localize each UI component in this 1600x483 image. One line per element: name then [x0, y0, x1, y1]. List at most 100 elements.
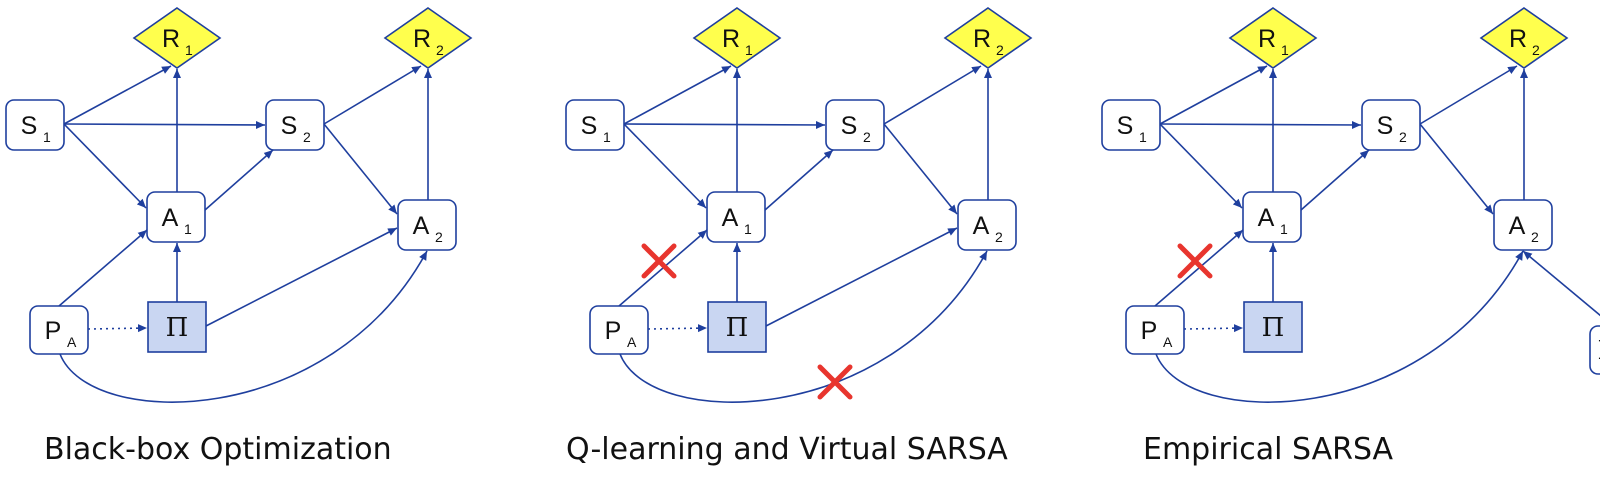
- node-pi-box: [1243, 301, 1303, 353]
- node-a1-subscript: 1: [744, 221, 752, 237]
- node-pip-label: Π’: [1598, 336, 1600, 366]
- edge-s1-s2: [623, 120, 826, 129]
- node-pip: Π’: [1589, 325, 1600, 375]
- edge-s1-s2: [1159, 120, 1362, 129]
- node-s2-subscript: 2: [1399, 129, 1407, 145]
- node-pa-subscript: A: [67, 334, 77, 350]
- reward-r2-label: R: [1509, 25, 1527, 53]
- edge-pi-a2: [205, 227, 398, 327]
- node-a2-box: [1493, 199, 1553, 251]
- edge-s1-a1: [1159, 123, 1243, 209]
- node-pa-box: [1125, 305, 1185, 355]
- node-pa-box: [589, 305, 649, 355]
- edge-s2-r2: [1419, 65, 1518, 125]
- node-pi-label: Π: [1262, 313, 1285, 343]
- edge-s2-a2: [323, 123, 398, 215]
- node-a2-subscript: 2: [435, 229, 443, 245]
- node-s1-box: [565, 99, 625, 151]
- node-a1-box: [146, 191, 206, 243]
- node-a1-label: A: [1258, 204, 1275, 232]
- cross-pa-a1-icon: [1177, 243, 1213, 279]
- node-a2-label: A: [973, 212, 990, 240]
- edge-pa-a1: [58, 229, 148, 307]
- node-a2-subscript: 2: [1531, 229, 1539, 245]
- edge-s2-r2: [883, 65, 982, 125]
- node-pa-box: [29, 305, 89, 355]
- caption-black-box-optimization: Black-box Optimization: [44, 432, 392, 467]
- node-s2-subscript: 2: [863, 129, 871, 145]
- node-a1-label: A: [722, 204, 739, 232]
- reward-r2-subscript: 2: [996, 42, 1004, 58]
- edge-pa-a2: [59, 250, 428, 403]
- node-s2-label: S: [281, 112, 298, 140]
- edge-s1-r1: [1159, 65, 1268, 125]
- reward-r2-label: R: [413, 25, 431, 53]
- edge-pi-a2: [765, 227, 958, 327]
- node-a2-label: A: [413, 212, 430, 240]
- node-a2-box: [397, 199, 457, 251]
- node-pi-box: [707, 301, 767, 353]
- edge-a1-s2: [764, 149, 834, 211]
- reward-r1-diamond: [132, 7, 222, 69]
- reward-r1-diamond: [692, 7, 782, 69]
- node-s1-subscript: 1: [603, 129, 611, 145]
- reward-r2-subscript: 2: [436, 42, 444, 58]
- node-pip-box: [1589, 325, 1600, 375]
- edge-piprime-a2: [1522, 250, 1600, 317]
- reward-r2-diamond: [1479, 7, 1569, 69]
- node-a1-subscript: 1: [1280, 221, 1288, 237]
- edge-pa-a2: [619, 250, 988, 403]
- node-a2-subscript: 2: [995, 229, 1003, 245]
- node-a1-label: A: [162, 204, 179, 232]
- edge-pa-pi: [87, 324, 148, 333]
- node-a1-box: [1242, 191, 1302, 243]
- node-a2-box: [957, 199, 1017, 251]
- edge-s1-r1: [623, 65, 732, 125]
- node-s2-label: S: [1377, 112, 1394, 140]
- node-s1-box: [5, 99, 65, 151]
- reward-r1-label: R: [1258, 25, 1276, 53]
- node-pa-label: P: [45, 317, 62, 345]
- edge-pa-pi: [647, 324, 708, 333]
- node-s2-label: S: [841, 112, 858, 140]
- node-pi-label: Π: [166, 313, 189, 343]
- node-pa-label: P: [1141, 317, 1158, 345]
- reward-r1-subscript: 1: [745, 42, 753, 58]
- node-pa-label: P: [605, 317, 622, 345]
- caption-empirical-sarsa: Empirical SARSA: [1143, 432, 1394, 467]
- node-pa-subscript: A: [1163, 334, 1173, 350]
- edge-s1-s2: [63, 120, 266, 129]
- node-a1-subscript: 1: [184, 221, 192, 237]
- node-s1-subscript: 1: [43, 129, 51, 145]
- node-s2-box: [1361, 99, 1421, 151]
- reward-r2-diamond: [943, 7, 1033, 69]
- node-s2-box: [265, 99, 325, 151]
- cross-pa-a2-icon: [817, 364, 853, 400]
- node-s2-box: [825, 99, 885, 151]
- node-pi-label: Π: [726, 313, 749, 343]
- reward-r1-label: R: [722, 25, 740, 53]
- reward-r2-label: R: [973, 25, 991, 53]
- edge-s2-a2: [1419, 123, 1494, 215]
- reward-r2-diamond: [383, 7, 473, 69]
- edge-s1-a1: [623, 123, 707, 209]
- node-s1-label: S: [581, 112, 598, 140]
- node-s1-subscript: 1: [1139, 129, 1147, 145]
